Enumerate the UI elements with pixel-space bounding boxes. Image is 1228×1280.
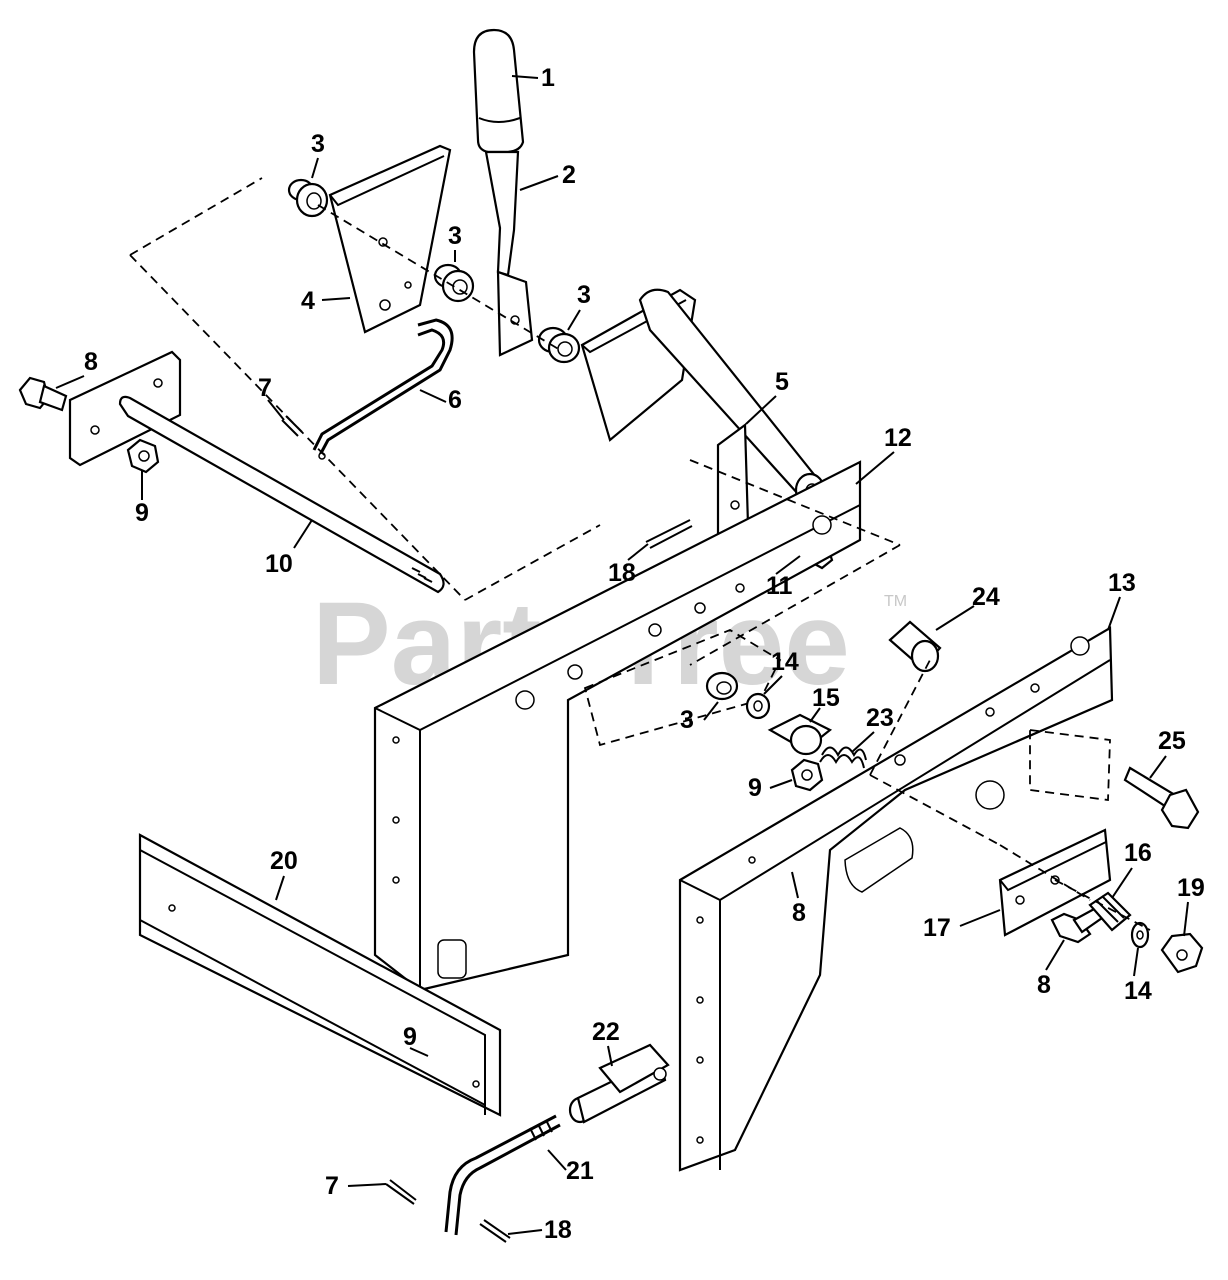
leader-lines	[55, 75, 1189, 1235]
washer-14-upper	[745, 692, 771, 720]
callout-14-a: 14	[771, 648, 799, 676]
left-bracket	[328, 144, 452, 334]
callout-9-c: 9	[403, 1023, 417, 1051]
callout-8-c: 8	[1037, 971, 1051, 999]
lower-channel	[138, 833, 502, 1117]
callout-20: 20	[270, 847, 298, 875]
callout-8-a: 8	[84, 348, 98, 376]
insert-plate-dashed	[583, 628, 782, 747]
dashed-guides	[129, 177, 1151, 931]
cotter-pin-lower	[385, 1179, 417, 1205]
callout-25: 25	[1158, 727, 1186, 755]
clip-lower	[479, 1219, 511, 1243]
callout-3-b: 3	[448, 222, 462, 250]
callout-3-a: 3	[311, 130, 325, 158]
callout-1: 1	[541, 64, 555, 92]
callout-12: 12	[884, 424, 912, 452]
callout-13: 13	[1108, 569, 1136, 597]
clip-upper	[645, 519, 693, 549]
handle-grip	[472, 28, 525, 154]
callout-3-d: 3	[680, 706, 694, 734]
right-bracket-tube	[580, 288, 826, 537]
right-frame	[678, 626, 1114, 1172]
callout-7-b: 7	[325, 1172, 339, 1200]
bushing-3-lower	[705, 671, 739, 701]
callout-9-a: 9	[135, 499, 149, 527]
spring-16	[1088, 891, 1132, 932]
sleeve-24	[888, 620, 942, 673]
callout-6: 6	[448, 386, 462, 414]
nut-center	[790, 758, 824, 792]
main-frame-left	[373, 460, 862, 992]
nut-19	[1160, 932, 1204, 974]
callout-9-b: 9	[748, 774, 762, 802]
bushing-top-left	[287, 178, 329, 218]
callout-19: 19	[1177, 874, 1205, 902]
bushing-right	[537, 326, 581, 364]
callout-18-b: 18	[544, 1216, 572, 1244]
callout-5: 5	[775, 368, 789, 396]
callout-3-c: 3	[577, 281, 591, 309]
callout-8-b: 8	[792, 899, 806, 927]
callout-17: 17	[923, 914, 951, 942]
cotter-pin-upper	[281, 415, 303, 437]
bolt-lower-right	[1050, 906, 1104, 944]
shaft-plate	[68, 350, 445, 594]
callout-14-b: 14	[1124, 977, 1152, 1005]
threaded-rod	[444, 1114, 561, 1236]
clevis	[568, 1043, 670, 1124]
callout-24: 24	[972, 583, 1000, 611]
callout-23: 23	[866, 704, 894, 732]
shift-lever	[484, 150, 534, 357]
callout-18-a: 18	[608, 559, 636, 587]
bolt-top-left	[18, 376, 68, 412]
callout-2: 2	[562, 161, 576, 189]
callout-15: 15	[812, 684, 840, 712]
callout-21: 21	[566, 1157, 594, 1185]
dashed-guide-17	[1029, 728, 1111, 802]
watermark-tm: TM	[884, 593, 907, 610]
callout-7-a: 7	[258, 374, 272, 402]
nut-left	[126, 438, 160, 474]
callout-11: 11	[766, 572, 793, 600]
spring-23	[819, 746, 867, 769]
washer-14-lower	[1130, 921, 1150, 949]
spacer-15	[767, 713, 833, 756]
callout-4: 4	[301, 287, 315, 315]
callout-10: 10	[265, 550, 293, 578]
bent-rod	[312, 318, 454, 460]
callout-22: 22	[592, 1018, 620, 1046]
bolt-25	[1123, 766, 1200, 830]
callout-labels: 1 2 3 3 3 3 4 5 6 7 7 8 8 8 9 9 9 10 11 …	[84, 64, 1205, 1244]
callout-16: 16	[1124, 839, 1152, 867]
small-bracket	[998, 828, 1112, 937]
bushing-mid	[433, 263, 475, 303]
